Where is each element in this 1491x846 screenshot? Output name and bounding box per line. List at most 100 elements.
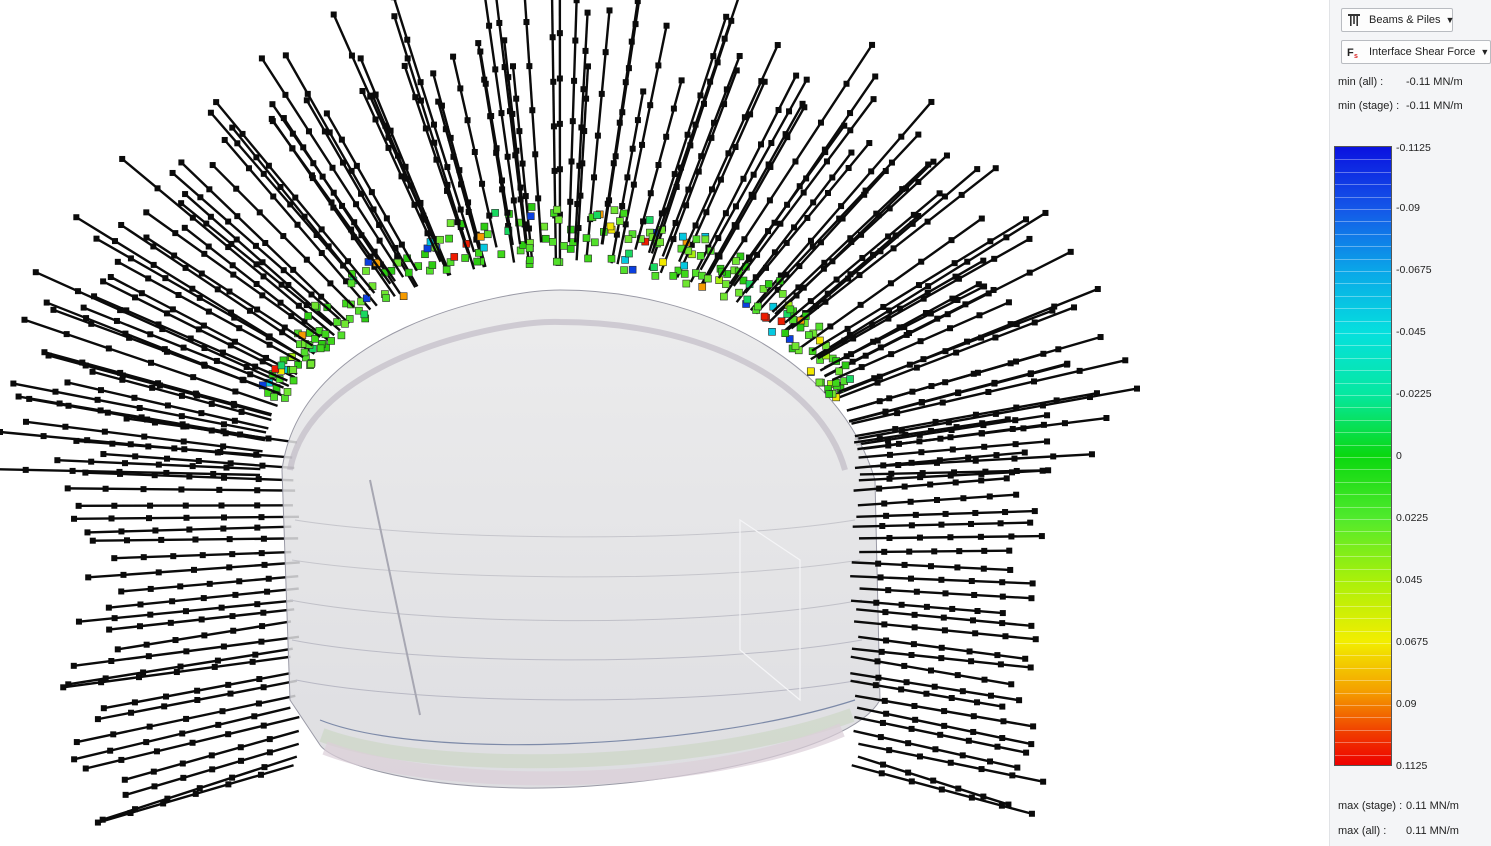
- bolt-node: [938, 786, 945, 793]
- shear-marker: [768, 328, 776, 336]
- bolt-node: [123, 307, 130, 314]
- bolt-node: [145, 275, 152, 282]
- bolt-node: [1133, 385, 1140, 392]
- bolt-node: [164, 795, 171, 802]
- shear-marker: [560, 242, 568, 250]
- bolt-node: [249, 658, 256, 665]
- bolt-node: [43, 299, 50, 306]
- bolt-node: [289, 145, 296, 152]
- shear-marker: [333, 318, 341, 326]
- bolt-node: [912, 511, 919, 518]
- shear-marker: [624, 235, 633, 243]
- bolt-node: [144, 416, 151, 423]
- bolt-node: [992, 165, 999, 172]
- bolt-node: [288, 313, 295, 320]
- bolt-node: [465, 209, 472, 216]
- bolt-node: [987, 758, 994, 765]
- bolt-node: [846, 331, 853, 338]
- bolt-node: [901, 662, 908, 669]
- bolt-node: [181, 224, 188, 231]
- bolt-node: [698, 153, 705, 160]
- bolt-node: [1027, 519, 1034, 526]
- shear-marker: [476, 232, 485, 241]
- result-group-dropdown[interactable]: Beams & Piles ▼: [1341, 8, 1454, 32]
- bolt-node: [201, 345, 208, 352]
- bolt-node: [907, 575, 914, 582]
- bolt-node: [207, 213, 214, 220]
- bolt-node: [358, 232, 365, 239]
- bolt-node: [999, 610, 1006, 617]
- legend-band-line: [1335, 506, 1391, 508]
- bolt-node: [903, 185, 910, 192]
- legend-tick-label: 0.0675: [1396, 636, 1429, 648]
- bolt-node: [220, 443, 227, 450]
- bolt-node: [197, 194, 204, 201]
- bolt-node: [196, 785, 203, 792]
- bolt-node: [887, 280, 894, 287]
- bolt-node: [450, 53, 457, 60]
- bolt-node: [15, 393, 22, 400]
- shear-marker: [698, 283, 707, 291]
- bolt-node: [980, 565, 987, 572]
- bolt-node: [1000, 718, 1007, 725]
- bolt-node: [774, 42, 781, 49]
- bolt-node: [647, 190, 654, 197]
- bolt-node: [108, 515, 115, 522]
- bolt-node: [99, 816, 106, 823]
- bolt-node: [934, 315, 941, 322]
- bolt-node: [980, 257, 987, 264]
- bolt-node: [777, 220, 784, 227]
- bolt-node: [294, 221, 301, 228]
- shear-marker: [480, 243, 488, 252]
- bolt-node: [152, 527, 159, 534]
- bolt-node: [513, 95, 520, 102]
- shear-marker: [669, 272, 678, 280]
- shear-marker: [475, 249, 483, 257]
- bolt-node: [141, 433, 148, 440]
- bolt-node: [1008, 681, 1015, 688]
- shear-marker: [552, 257, 561, 266]
- bolt-node: [523, 19, 530, 26]
- bolt-node: [108, 658, 115, 665]
- bolt-node: [663, 133, 670, 140]
- bolt-node: [655, 161, 662, 168]
- legend-band-line: [1335, 581, 1391, 582]
- bolt-node: [123, 415, 130, 422]
- bolt-node: [180, 438, 187, 445]
- shear-marker: [436, 235, 444, 244]
- 3d-viewport[interactable]: [0, 0, 1325, 846]
- bolt-node: [886, 205, 893, 212]
- bolt-node: [1051, 303, 1058, 310]
- result-group-label: Beams & Piles: [1369, 14, 1441, 26]
- bolt-node: [647, 102, 654, 109]
- bolt-node: [877, 248, 884, 255]
- bolt-node: [969, 617, 976, 624]
- legend-tick-label: -0.0225: [1396, 388, 1432, 400]
- bolt-node: [227, 460, 234, 467]
- bolt-node: [330, 11, 337, 18]
- bolt-node: [159, 326, 166, 333]
- bolt-node: [1061, 420, 1068, 427]
- bolt-node: [937, 435, 944, 442]
- bolt-node: [203, 220, 210, 227]
- bolt-node: [21, 316, 28, 323]
- bolt-node: [282, 91, 289, 98]
- legend-band-line: [1335, 543, 1391, 545]
- bolt-node: [330, 189, 337, 196]
- bolt-node: [882, 609, 889, 616]
- shear-marker: [270, 393, 278, 401]
- bolt-node: [736, 52, 743, 59]
- bolt-node: [444, 181, 451, 188]
- bolt-node: [290, 266, 297, 273]
- bolt-node: [182, 502, 189, 509]
- bolt-node: [213, 357, 220, 364]
- bolt-node: [260, 273, 267, 280]
- bolt-node: [574, 201, 581, 208]
- legend-band-line: [1335, 407, 1391, 409]
- bolt-node: [265, 435, 272, 442]
- bolt-node: [741, 114, 748, 121]
- bolt-node: [951, 469, 958, 476]
- legend-band-line: [1335, 754, 1391, 756]
